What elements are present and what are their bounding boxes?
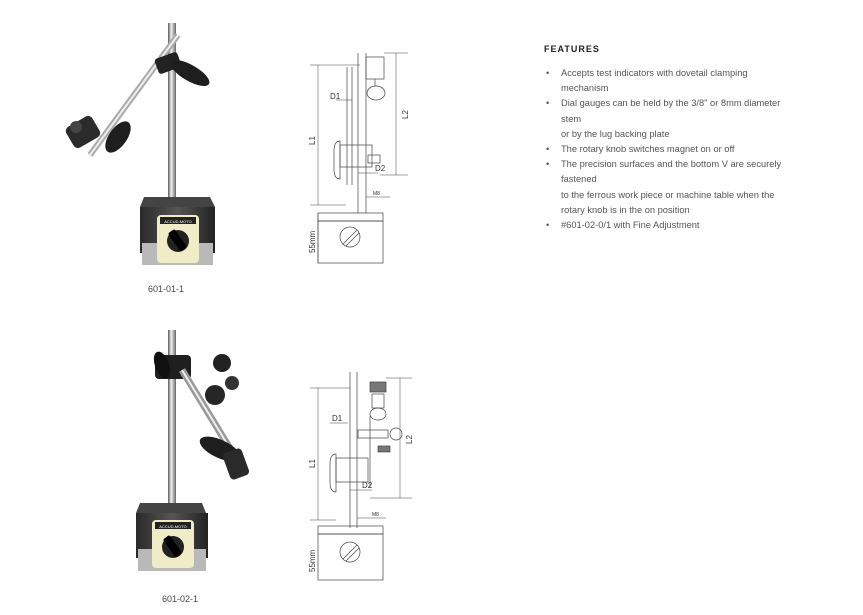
dim-l1-label-2: L1 [308, 459, 317, 468]
feature-line: mechanism [561, 83, 609, 94]
feature-line: to the ferrous work piece or machine tab… [561, 189, 775, 200]
dim-d2-label: D2 [375, 164, 386, 173]
dim-l2-label: L2 [401, 110, 410, 119]
product-photo-601-02-1: ACCUD-MOTO [136, 330, 250, 571]
features-section: FEATURES • Accepts test indicators with d… [544, 44, 844, 233]
brand-label-2: ACCUD-MOTO [159, 524, 186, 529]
product-code-601-02-1: 601-02-1 [162, 594, 199, 604]
dim-55mm-label: 55mm [308, 230, 317, 253]
product-photo-601-01-1: ACCUD-MOTO [65, 23, 215, 265]
technical-drawing-1: D1 D2 L1 L2 M8 55mm [308, 52, 410, 264]
feature-item: • Dial gauges can be held by the 3/8" or … [544, 96, 844, 142]
feature-line: stem [561, 113, 582, 124]
product-code-601-01-1: 601-01-1 [148, 284, 185, 294]
bullet: • [546, 98, 550, 109]
dim-d1-label: D1 [330, 92, 341, 101]
feature-item: • #601-02-0/1 with Fine Adjustment [544, 218, 844, 233]
brand-label-1: ACCUD-MOTO [164, 219, 191, 224]
features-list: • Accepts test indicators with dovetail c… [544, 66, 844, 233]
dim-l1-label: L1 [308, 136, 317, 145]
technical-drawing-2: D1 D2 L1 L2 M8 55mm [308, 372, 414, 581]
dim-l2-label-2: L2 [405, 435, 414, 444]
feature-item: • The precision surfaces and the bottom V… [544, 157, 844, 218]
features-title: FEATURES [544, 44, 600, 54]
bullet: • [546, 159, 550, 170]
feature-line: #601-02-0/1 with Fine Adjustment [561, 220, 700, 231]
feature-line: The precision surfaces and the bottom V … [561, 159, 782, 170]
feature-item: • Accepts test indicators with dovetail c… [544, 66, 844, 96]
feature-line: Dial gauges can be held by the 3/8" or 8… [561, 98, 781, 109]
dim-55mm-label-2: 55mm [308, 549, 317, 572]
bullet: • [546, 144, 550, 155]
feature-line: or by the lug backing plate [561, 128, 670, 139]
bullet: • [546, 68, 550, 78]
dim-d1-label-2: D1 [332, 414, 343, 423]
feature-line: rotary knob is in the on position [561, 204, 690, 215]
dim-m8-label-2: M8 [372, 512, 379, 518]
feature-line: fastened [561, 174, 597, 185]
dim-d2-label-2: D2 [362, 481, 373, 490]
feature-line: Accepts test indicators with dovetail cl… [561, 68, 748, 78]
feature-line: The rotary knob switches magnet on or of… [561, 144, 735, 155]
dim-m8-label: M8 [373, 191, 380, 197]
bullet: • [546, 220, 550, 231]
feature-item: • The rotary knob switches magnet on or o… [544, 142, 844, 157]
